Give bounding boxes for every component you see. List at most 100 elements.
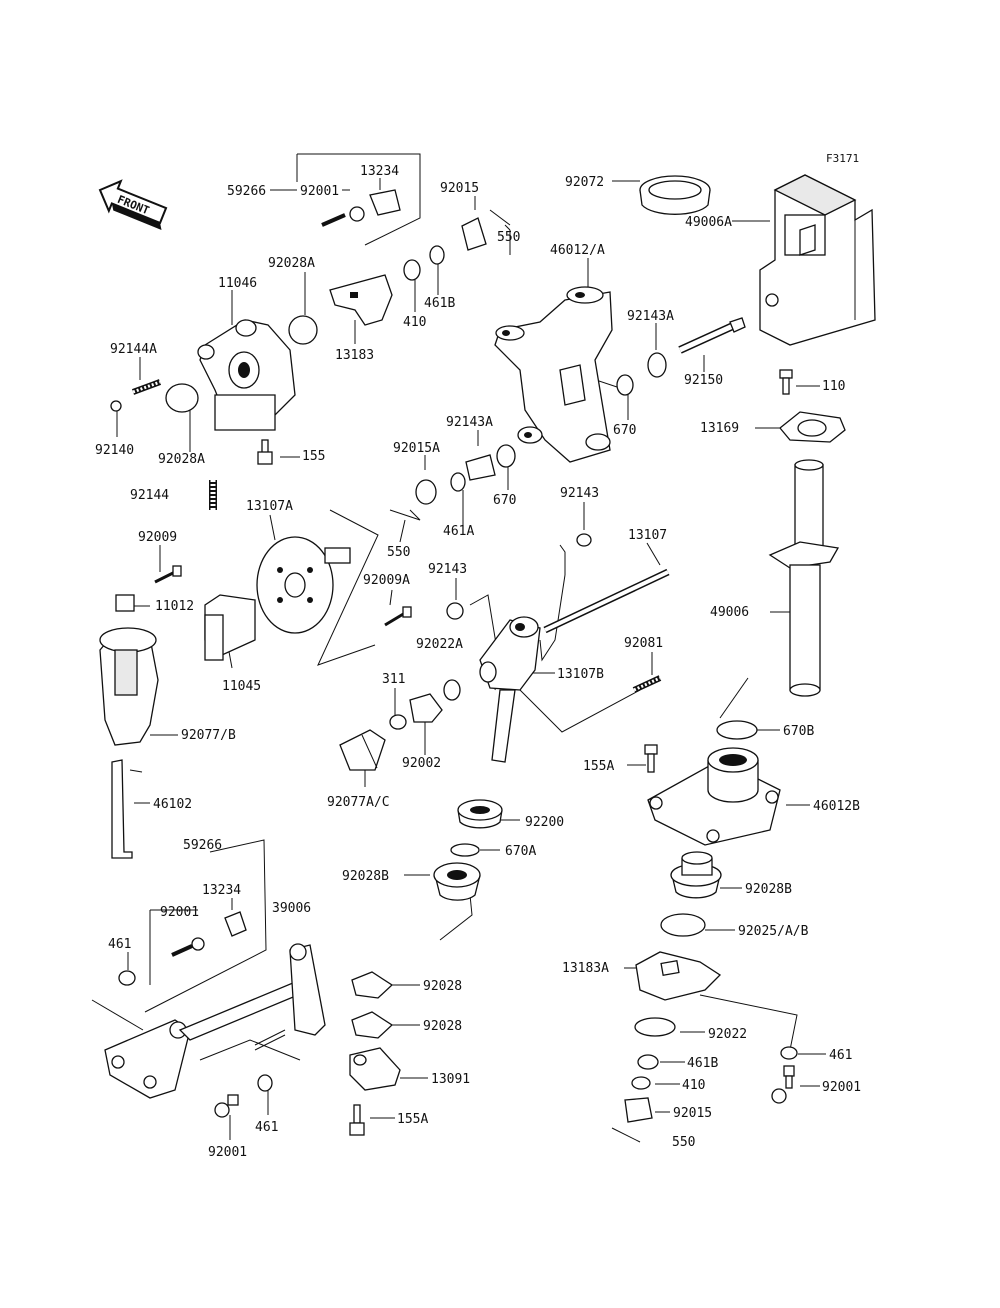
part-label: 92009A [363,573,410,588]
part-92143A-bushing-left [465,454,496,481]
part-49006A-cover [759,174,876,346]
part-11012-block [115,594,135,612]
part-label: 92001 [208,1145,247,1160]
part-label: 92022 [708,1027,747,1042]
part-label: 550 [387,545,410,560]
part-label: 670 [493,493,516,508]
part-label: 92028A [158,452,205,467]
part-670-ring [616,374,634,396]
part-label: 46102 [153,797,192,812]
part-92015A-nut [415,479,437,505]
part-label: 92009 [138,530,177,545]
part-label: 92081 [624,636,663,651]
part-label: 13107B [557,667,604,682]
part-92009-screw [154,565,182,584]
part-92028-half-upper [351,971,394,999]
part-92028B-bushing-right [670,851,722,899]
part-11046-housing [197,319,296,431]
leader-lines [91,153,826,1140]
part-92025-washer [660,913,706,937]
part-label: 92143A [627,309,674,324]
part-label: 13234 [360,164,399,179]
part-label: 13169 [700,421,739,436]
part-92001-balljoint-bottom-a [171,937,205,957]
part-label: 59266 [183,838,222,853]
part-label: 550 [497,230,520,245]
part-92001-balljoint-top [321,206,365,227]
part-92143A-bushing [647,352,667,378]
part-labels: 13234 59266 92001 92015 92072 49006A 550… [95,164,861,1160]
part-label: 92001 [300,184,339,199]
part-label: 13234 [202,883,241,898]
part-92009A-screw [384,606,412,627]
part-92022-washer [634,1017,676,1037]
front-arrow-icon: FRONT [98,179,168,230]
part-110-bolt [779,369,793,395]
part-label: 46012B [813,799,860,814]
part-label: 11012 [155,599,194,614]
part-92081-spring [632,675,662,693]
part-46102-rod [111,759,143,859]
part-92028A-bushing-top [288,315,318,345]
part-label: 92143A [446,415,493,430]
part-92150-bolt [678,317,746,354]
part-label: 110 [822,379,845,394]
part-label: 92144 [130,488,169,503]
part-label: 92144A [110,342,157,357]
part-670-ring-mid [496,444,516,468]
part-46012A-bracket [494,286,613,463]
part-label: 92015A [393,441,440,456]
part-92140-ball [110,400,122,412]
part-label: 11045 [222,679,261,694]
part-11045-detent [204,594,256,661]
part-13107B-arm [479,616,541,763]
part-label: 92150 [684,373,723,388]
part-label: 92025/A/B [738,924,809,939]
part-46012B-housing [647,747,781,846]
part-label: 92022A [416,637,463,652]
part-410-washer [631,1076,651,1090]
part-155A-bolt-left [349,1104,365,1136]
part-92072-clamp [639,175,711,215]
part-label: 410 [682,1078,705,1093]
part-label: 92200 [525,815,564,830]
part-155-bolt [257,439,273,465]
part-13169-gasket [779,411,846,443]
part-label: 461B [687,1056,718,1071]
part-label: 92072 [565,175,604,190]
part-13183-lever [329,274,393,326]
part-39006-lever-assembly [104,943,326,1099]
part-label: 92001 [160,905,199,920]
part-label: 670A [505,844,536,859]
part-label: 49006 [710,605,749,620]
part-label: 92077/B [181,728,236,743]
part-670A-ring [450,843,480,857]
part-550-pin-mid [389,509,421,521]
part-label: 92028A [268,256,315,271]
part-92001-balljoint-bottom-b [214,1094,239,1118]
part-label: 311 [382,672,405,687]
part-label: 13183 [335,348,374,363]
part-13091-clamp [349,1047,401,1091]
part-label: 550 [672,1135,695,1150]
part-92077AC-boot [339,729,386,771]
part-label: 92001 [822,1080,861,1095]
part-label: 461B [424,296,455,311]
part-label: 92143 [428,562,467,577]
part-92200-bushing [457,799,503,829]
part-label: 670B [783,724,814,739]
part-label: 92028B [745,882,792,897]
part-92015-nut [624,1097,653,1123]
part-label: 92028 [423,1019,462,1034]
part-label: 92002 [402,756,441,771]
part-92143-bushing-a [576,533,592,547]
part-13107A-plate [256,536,351,634]
part-92028-half-lower [351,1011,394,1039]
part-label: 92140 [95,443,134,458]
part-670B-ring [716,720,758,740]
part-92002-nut [409,693,443,723]
part-label: 11046 [218,276,257,291]
part-461-clip-left [118,970,136,986]
part-461-clip-right [780,1046,798,1060]
